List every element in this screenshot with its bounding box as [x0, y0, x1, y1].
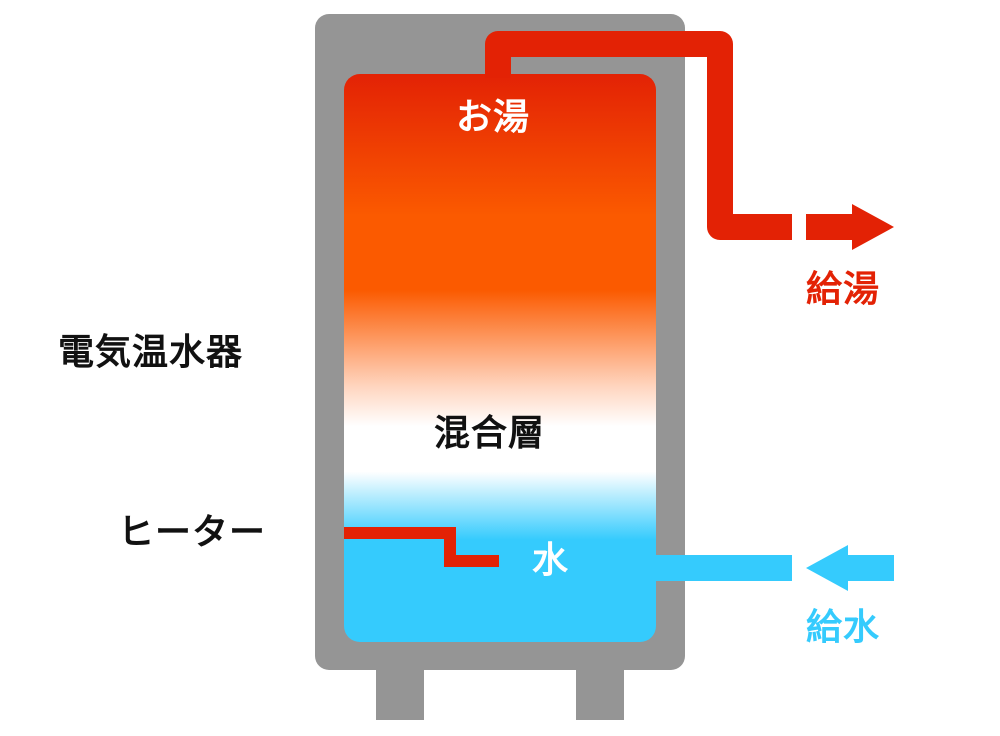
tank-water-column	[344, 74, 656, 642]
hot-supply-label: 給湯	[806, 269, 881, 310]
heater-name-label: 電気温水器	[58, 332, 244, 373]
water-label: 水	[532, 540, 570, 581]
hot-water-label: お湯	[456, 97, 531, 138]
water-supply-label: 給水	[806, 607, 881, 648]
water-supply-arrow	[806, 545, 894, 591]
cold-water-pipe	[656, 555, 792, 581]
hot-supply-arrow	[806, 204, 894, 250]
mixing-layer-label: 混合層	[434, 413, 546, 454]
hot-water-pipe	[485, 31, 792, 240]
tank-leg-left	[376, 662, 424, 720]
tank-leg-right	[576, 662, 624, 720]
heater-element	[344, 527, 499, 567]
heater-label: ヒーター	[118, 512, 267, 553]
